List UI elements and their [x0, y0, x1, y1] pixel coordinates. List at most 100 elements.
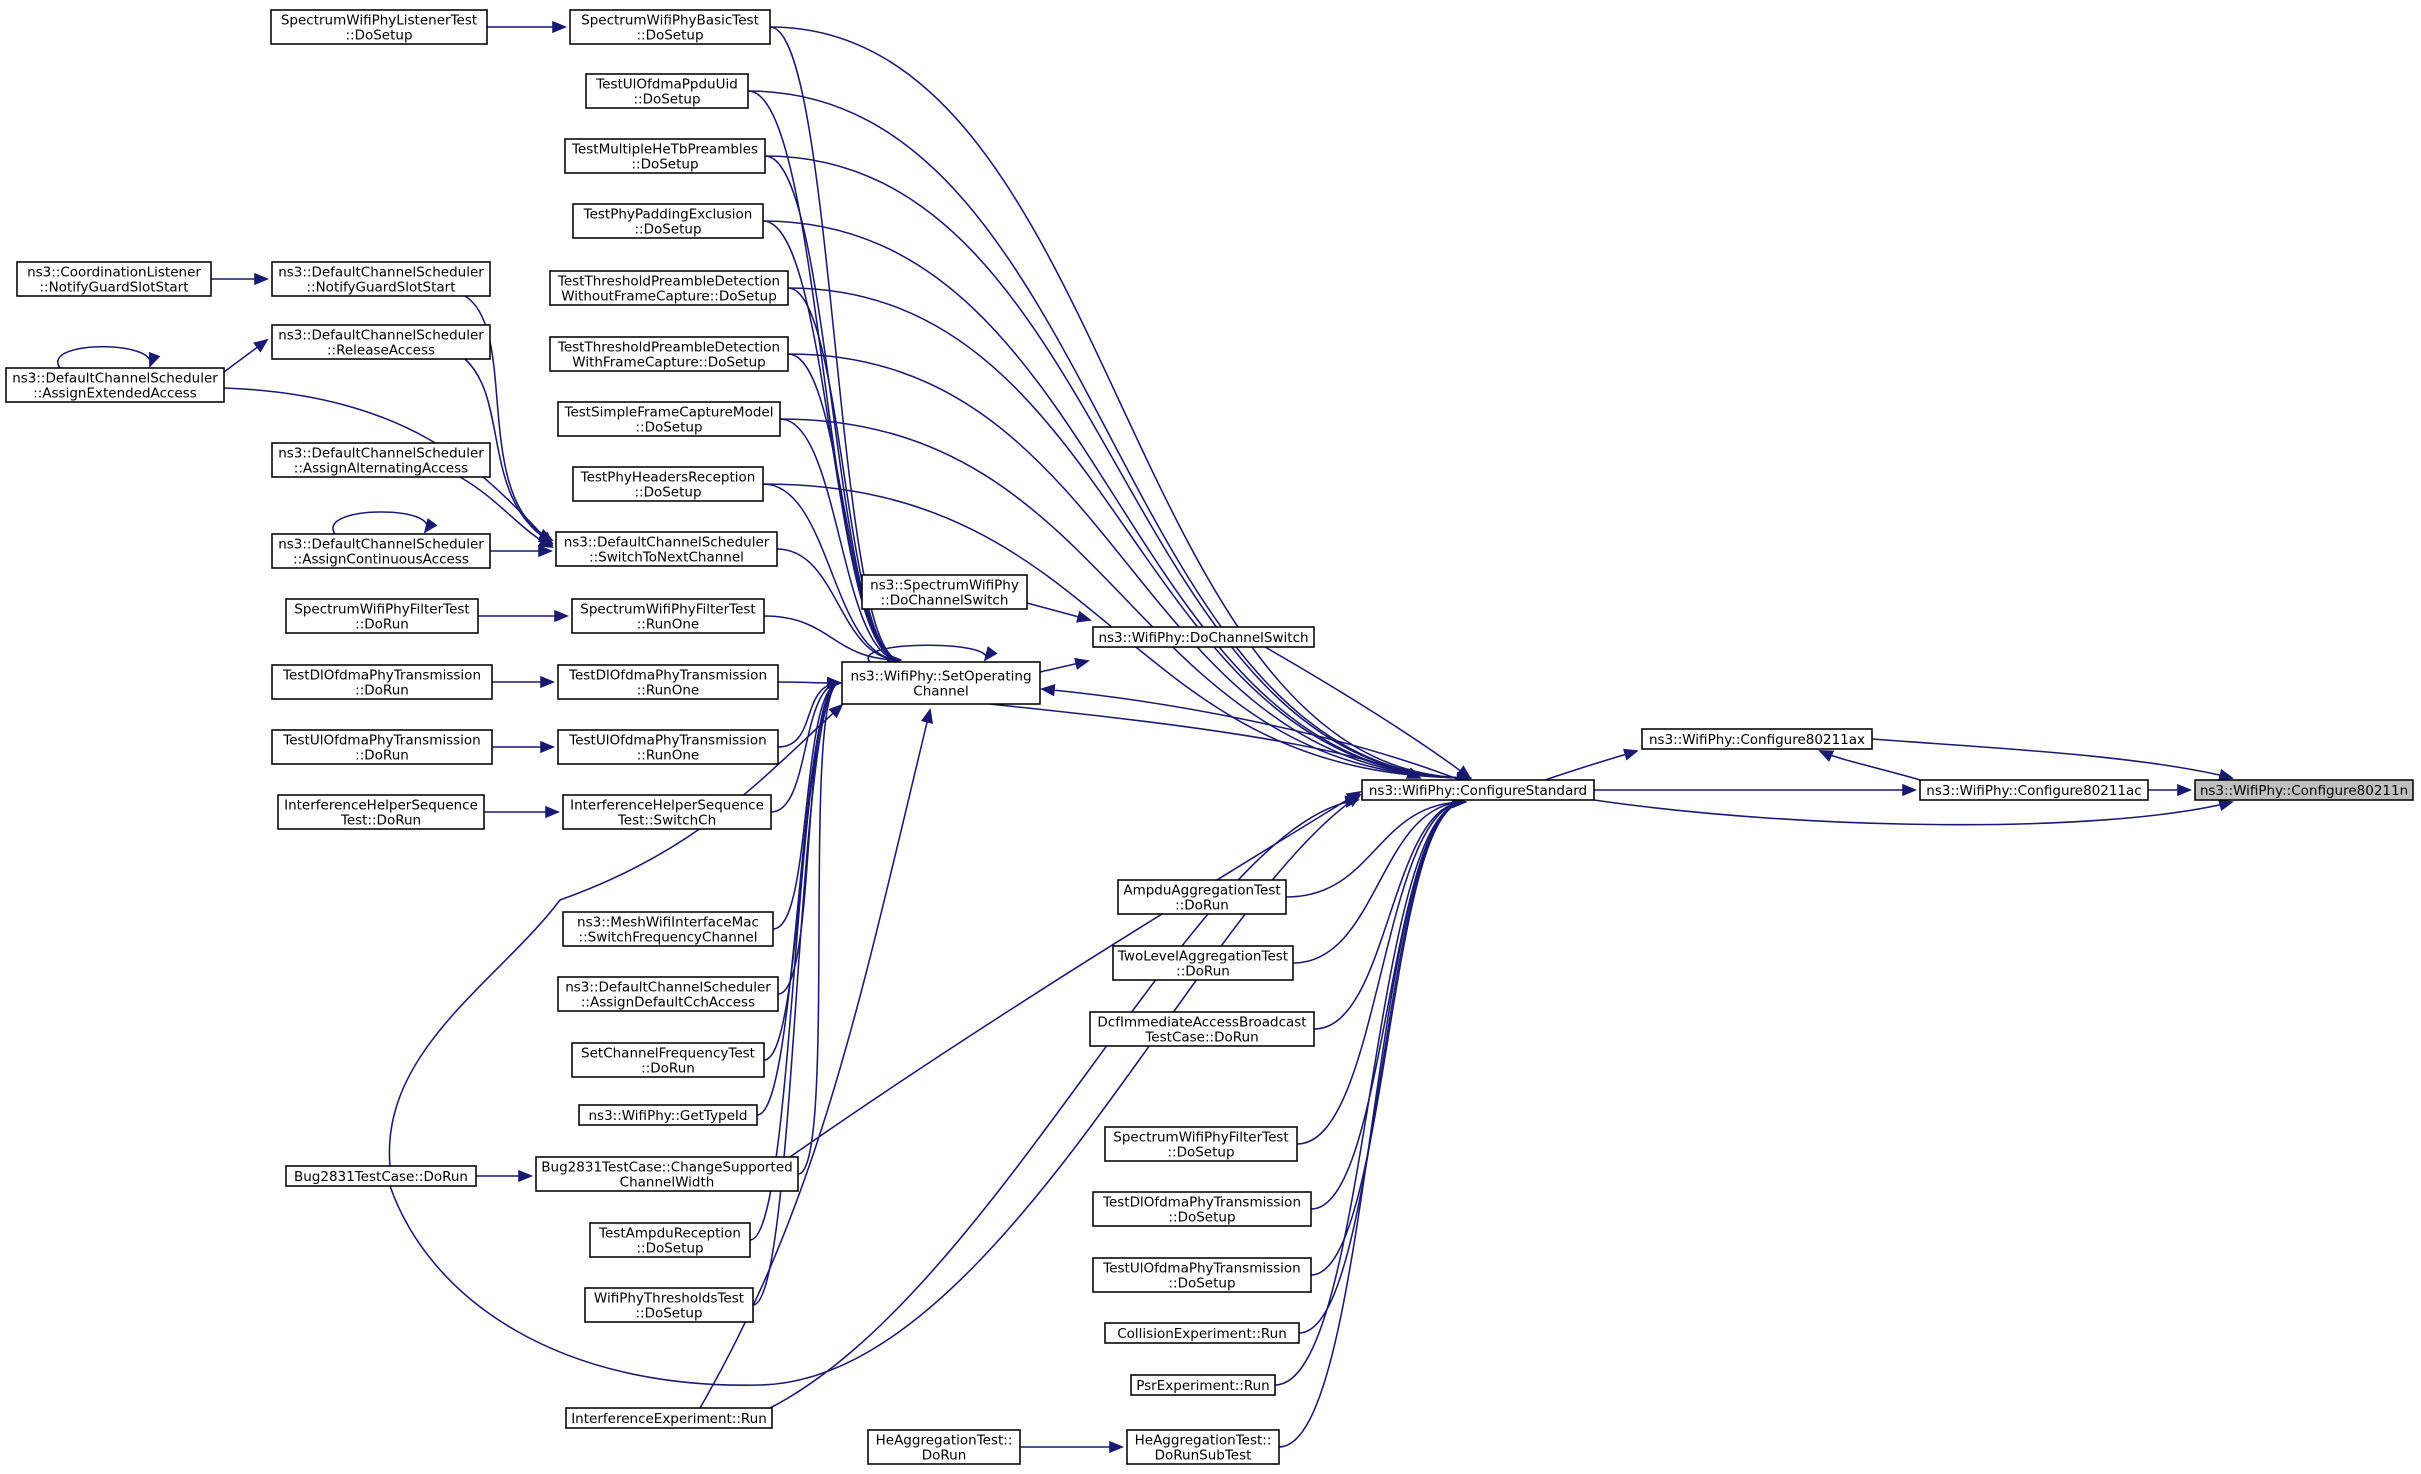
- node-label-line: ::DoSetup: [636, 28, 703, 44]
- node-label-line: InterferenceHelperSequence: [284, 798, 478, 814]
- function-node-twoLevelAggregation[interactable]: TwoLevelAggregationTest::DoRun: [1112, 945, 1294, 981]
- function-node-wifiPhyThresholds[interactable]: WifiPhyThresholdsTest::DoSetup: [584, 1287, 754, 1323]
- function-node-heAggSubTest[interactable]: HeAggregationTest::DoRunSubTest: [1126, 1429, 1280, 1465]
- function-node-testAmpduReception[interactable]: TestAmpduReception::DoSetup: [589, 1222, 751, 1258]
- function-node-ulOfdmaDoRun[interactable]: TestUlOfdmaPhyTransmission::DoRun: [271, 729, 493, 765]
- call-edge-spectrumDoChannelSwitch-to-doChannelSwitch: [1026, 602, 1092, 623]
- call-edge-interferenceExpRun-to-configureStandard: [769, 795, 1360, 1409]
- function-node-testMultipleHeTb[interactable]: TestMultipleHeTbPreambles::DoSetup: [564, 138, 766, 174]
- function-node-notifyGuardSlotStartSched[interactable]: ns3::DefaultChannelScheduler::NotifyGuar…: [271, 261, 491, 297]
- function-node-bug2831Change[interactable]: Bug2831TestCase::ChangeSupportedChannelW…: [535, 1156, 799, 1192]
- function-node-specFilterDoRun[interactable]: SpectrumWifiPhyFilterTest::DoRun: [285, 598, 479, 634]
- node-label-line: ::DoSetup: [345, 28, 412, 44]
- function-node-interferenceExpRun[interactable]: InterferenceExperiment::Run: [565, 1407, 773, 1429]
- function-node-specListenerDoSetup[interactable]: SpectrumWifiPhyListenerTest::DoSetup: [270, 9, 488, 45]
- function-node-configure80211ac[interactable]: ns3::WifiPhy::Configure80211ac: [1919, 779, 2149, 801]
- node-box: [565, 1407, 773, 1429]
- node-box: [557, 401, 781, 437]
- call-edge-testSimpleFrameCapture-to-setOperatingChannel: [779, 418, 903, 667]
- node-box: [1641, 728, 1873, 750]
- function-node-configure80211ax[interactable]: ns3::WifiPhy::Configure80211ax: [1641, 728, 1873, 750]
- function-node-testThreshWith[interactable]: TestThresholdPreambleDetectionWithFrameC…: [549, 336, 789, 372]
- arrowhead-icon: [545, 805, 561, 819]
- node-box: [549, 270, 789, 306]
- edge-line: [747, 90, 1471, 779]
- node-label-line: AmpduAggregationTest: [1123, 883, 1280, 899]
- function-node-testPhyHeaders[interactable]: TestPhyHeadersReception::DoSetup: [572, 466, 764, 502]
- arrowhead-icon: [254, 272, 270, 286]
- call-edge-setOperatingChannel-to-doChannelSwitch: [1039, 657, 1090, 673]
- edge-line: [779, 418, 1471, 779]
- node-label-line: ::NotifyGuardSlotStart: [39, 280, 188, 296]
- function-node-doChannelSwitch[interactable]: ns3::WifiPhy::DoChannelSwitch: [1092, 626, 1315, 648]
- function-node-testSimpleFrameCapture[interactable]: TestSimpleFrameCaptureModel::DoSetup: [557, 401, 781, 437]
- node-box: [589, 1222, 751, 1258]
- function-node-assignExtendedAccess[interactable]: ns3::DefaultChannelScheduler::AssignExte…: [5, 367, 225, 403]
- function-node-specFilterRunOne[interactable]: SpectrumWifiPhyFilterTest::RunOne: [571, 598, 765, 634]
- arrowhead-icon: [2218, 799, 2234, 812]
- node-box: [1104, 1322, 1300, 1344]
- function-node-switchToNextChannel[interactable]: ns3::DefaultChannelScheduler::SwitchToNe…: [555, 531, 778, 567]
- node-label-line: TestUlOfdmaPhyTransmission: [282, 733, 480, 749]
- function-node-dlOfdmaDoSetup[interactable]: TestDlOfdmaPhyTransmission::DoSetup: [1092, 1191, 1312, 1227]
- call-edge-assignExtendedAccess-to-releaseAccess: [223, 338, 269, 373]
- node-box: [1130, 1374, 1276, 1396]
- arrowhead-icon: [518, 1169, 534, 1183]
- call-edge-dlOfdmaDoRun-to-dlOfdmaRunOne: [492, 675, 556, 689]
- node-label-line: ::DoRun: [641, 1061, 695, 1077]
- function-node-assignDefaultCch[interactable]: ns3::DefaultChannelScheduler::AssignDefa…: [557, 976, 779, 1012]
- function-node-psrExpRun[interactable]: PsrExperiment::Run: [1130, 1374, 1276, 1396]
- function-node-dlOfdmaDoRun[interactable]: TestDlOfdmaPhyTransmission::DoRun: [271, 664, 493, 700]
- function-node-releaseAccess[interactable]: ns3::DefaultChannelScheduler::ReleaseAcc…: [271, 324, 491, 360]
- node-label-line: ::DoSetup: [631, 157, 698, 173]
- node-box: [557, 976, 779, 1012]
- arrowhead-icon: [983, 646, 998, 662]
- function-node-assignAlternatingAccess[interactable]: ns3::DefaultChannelScheduler::AssignAlte…: [271, 442, 491, 478]
- arrowhead-icon: [1902, 783, 1918, 797]
- function-node-getTypeId[interactable]: ns3::WifiPhy::GetTypeId: [578, 1104, 758, 1126]
- function-node-testUlOfdmaPpduUid[interactable]: TestUlOfdmaPpduUid::DoSetup: [585, 73, 749, 109]
- function-node-assignContinuousAccess[interactable]: ns3::DefaultChannelScheduler::AssignCont…: [271, 533, 491, 569]
- function-node-dcfImmediate[interactable]: DcfImmediateAccessBroadcastTestCase::DoR…: [1089, 1011, 1315, 1047]
- node-label-line: TestMultipleHeTbPreambles: [571, 142, 758, 158]
- function-node-meshSwitchFreq[interactable]: ns3::MeshWifiInterfaceMac::SwitchFrequen…: [562, 911, 774, 947]
- edge-line: [464, 358, 553, 544]
- arrowhead-icon: [1039, 684, 1056, 697]
- node-box: [1361, 779, 1595, 801]
- function-node-testThreshWithout[interactable]: TestThresholdPreambleDetectionWithoutFra…: [549, 270, 789, 306]
- function-node-testPhyPadding[interactable]: TestPhyPaddingExclusion::DoSetup: [572, 203, 764, 239]
- function-node-ulOfdmaDoSetup[interactable]: TestUlOfdmaPhyTransmission::DoSetup: [1092, 1257, 1312, 1293]
- function-node-setChannelFreqTest[interactable]: SetChannelFrequencyTest::DoRun: [571, 1042, 765, 1078]
- node-label-line: TestCase::DoRun: [1144, 1030, 1258, 1046]
- node-label-line: DcfImmediateAccessBroadcast: [1097, 1015, 1306, 1031]
- function-node-ampduAggregation[interactable]: AmpduAggregationTest::DoRun: [1117, 879, 1287, 915]
- function-node-heAggDoRun[interactable]: HeAggregationTest::DoRun: [867, 1429, 1021, 1465]
- function-node-ulOfdmaRunOne[interactable]: TestUlOfdmaPhyTransmission::RunOne: [557, 729, 779, 765]
- node-label-line: WithFrameCapture::DoSetup: [572, 355, 765, 371]
- function-node-coordinationListener[interactable]: ns3::CoordinationListener::NotifyGuardSl…: [16, 261, 212, 297]
- node-label-line: SpectrumWifiPhyBasicTest: [581, 13, 759, 29]
- call-edge-specFilterDoRun-to-specFilterRunOne: [478, 609, 570, 623]
- function-node-collisionExpRun[interactable]: CollisionExperiment::Run: [1104, 1322, 1300, 1344]
- node-label-line: ::SwitchToNextChannel: [589, 550, 744, 566]
- function-node-dlOfdmaRunOne[interactable]: TestDlOfdmaPhyTransmission::RunOne: [557, 664, 779, 700]
- function-node-configureStandard[interactable]: ns3::WifiPhy::ConfigureStandard: [1361, 779, 1595, 801]
- edge-line: [787, 353, 901, 661]
- function-node-specBasicDoSetup[interactable]: SpectrumWifiPhyBasicTest::DoSetup: [569, 9, 771, 45]
- node-label-line: InterferenceHelperSequence: [570, 798, 764, 814]
- edge-line: [769, 799, 1359, 1409]
- edge-line: [1296, 801, 1466, 1145]
- edge-line: [1041, 688, 1461, 781]
- node-box: [277, 794, 485, 830]
- node-box: [571, 1042, 765, 1078]
- node-label-line: ns3::CoordinationListener: [27, 265, 201, 281]
- function-node-spectrumDoChannelSwitch[interactable]: ns3::SpectrumWifiPhy::DoChannelSwitch: [861, 574, 1028, 610]
- function-node-specFilterDoSetup[interactable]: SpectrumWifiPhyFilterTest::DoSetup: [1104, 1126, 1298, 1162]
- function-node-bug2831DoRun[interactable]: Bug2831TestCase::DoRun: [285, 1165, 477, 1187]
- call-edge-specFilterDoSetup-to-configureStandard: [1296, 795, 1468, 1145]
- call-edge-specBasicDoSetup-to-setOperatingChannel: [769, 26, 903, 667]
- node-box: [1104, 1126, 1298, 1162]
